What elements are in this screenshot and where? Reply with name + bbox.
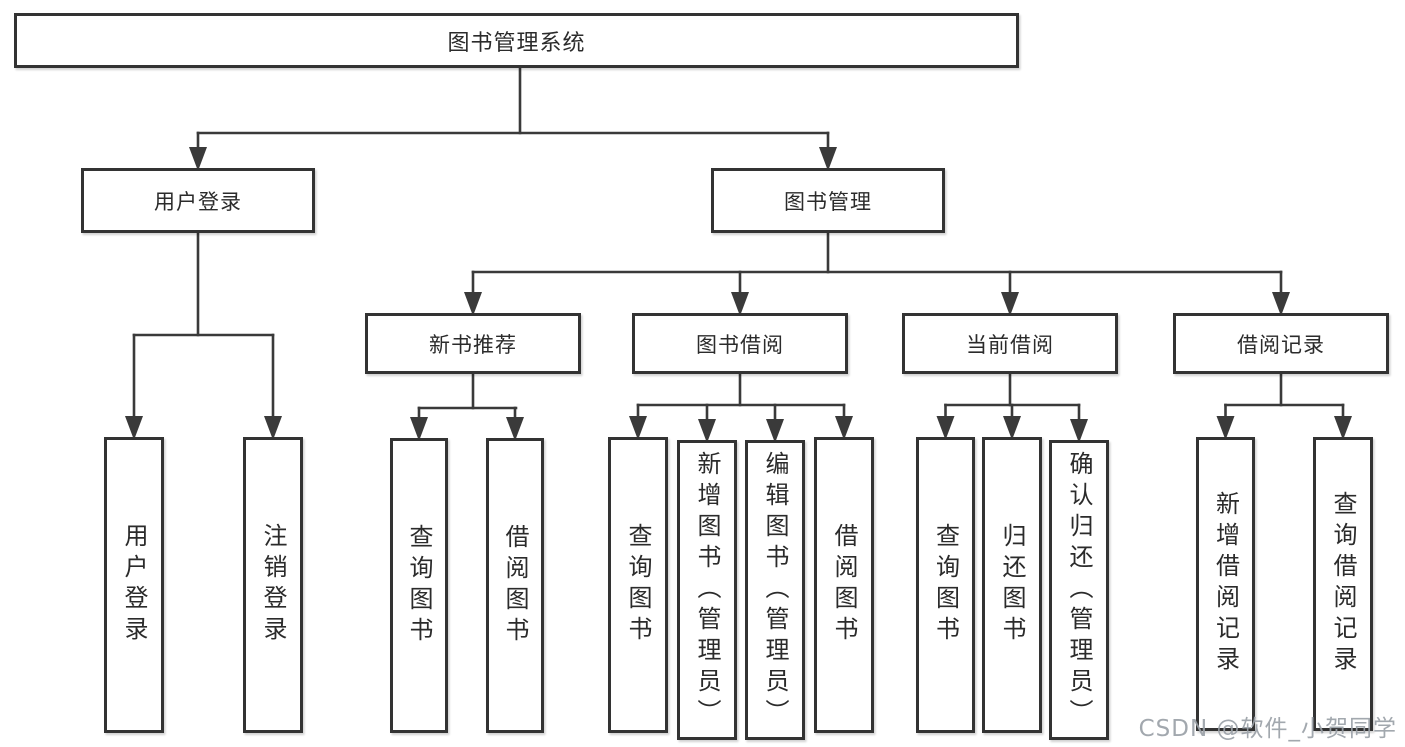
node-new-book-recommend-label: 新书推荐 [429,332,517,357]
node-bb-query-books: 查询图书 [608,437,668,733]
node-bb-add-books-admin: 新增图书（管理员） [677,440,737,740]
node-user-login: 用户登录 [81,168,315,233]
node-logout: 注销登录 [243,437,303,733]
node-book-management-system: 图书管理系统 [14,13,1019,68]
node-user-login-leaf-label: 用户登录 [120,523,148,647]
node-borrowing-records: 借阅记录 [1173,313,1389,374]
node-cb-confirm-return-admin-label: 确认归还（管理员） [1065,450,1093,730]
node-br-query-record-label: 查询借阅记录 [1329,491,1357,677]
node-user-login-label: 用户登录 [154,189,242,214]
node-nbr-query-books-label: 查询图书 [405,523,433,648]
node-current-borrowing-label: 当前借阅 [966,332,1054,357]
node-bb-add-books-admin-label: 新增图书（管理员） [693,450,721,730]
node-bb-borrow-books-label: 借阅图书 [830,523,858,647]
node-br-add-record-label: 新增借阅记录 [1211,491,1240,677]
node-book-management: 图书管理 [711,168,945,233]
node-nbr-borrow-books-label: 借阅图书 [501,523,529,648]
node-book-borrowing-label: 图书借阅 [696,332,784,357]
node-bb-edit-books-admin-label: 编辑图书（管理员） [761,450,789,730]
node-bb-query-books-label: 查询图书 [624,523,652,647]
node-cb-return-books-label: 归还图书 [998,523,1026,647]
node-nbr-query-books: 查询图书 [390,438,448,733]
node-book-borrowing: 图书借阅 [632,313,848,374]
node-cb-return-books: 归还图书 [982,437,1042,733]
node-cb-confirm-return-admin: 确认归还（管理员） [1049,440,1109,740]
node-nbr-borrow-books: 借阅图书 [486,438,544,733]
node-current-borrowing: 当前借阅 [902,313,1118,374]
node-book-management-label: 图书管理 [784,189,872,214]
watermark: CSDN @软件_小贺同学 [1138,716,1397,742]
node-bb-borrow-books: 借阅图书 [814,437,874,733]
node-book-management-system-label: 图书管理系统 [447,30,586,56]
node-logout-label: 注销登录 [259,523,287,647]
node-cb-query-books-label: 查询图书 [931,523,960,647]
node-borrowing-records-label: 借阅记录 [1237,332,1325,357]
node-user-login-leaf: 用户登录 [104,437,164,733]
node-br-query-record: 查询借阅记录 [1313,437,1373,731]
node-cb-query-books: 查询图书 [916,437,975,733]
node-bb-edit-books-admin: 编辑图书（管理员） [745,440,805,740]
node-new-book-recommend: 新书推荐 [365,313,581,374]
node-br-add-record: 新增借阅记录 [1196,437,1255,731]
